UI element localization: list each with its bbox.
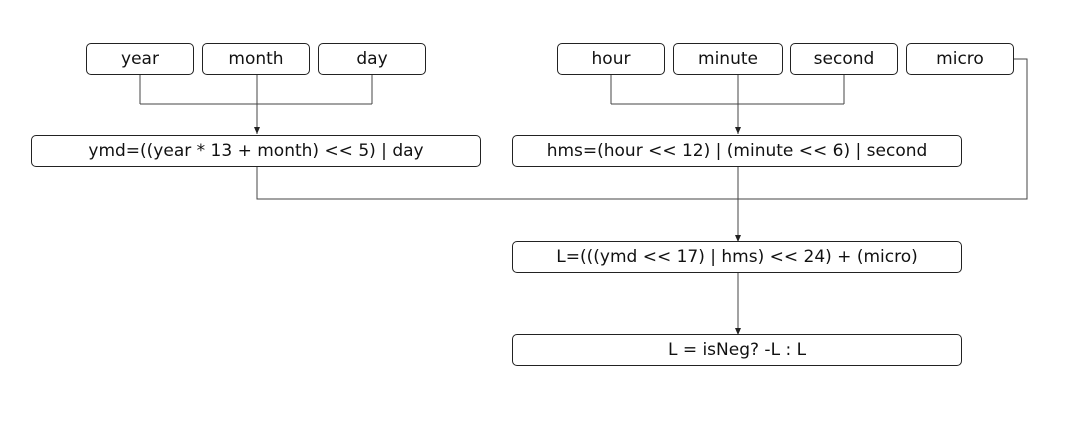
hms-box: hms=(hour << 12) | (minute << 6) | secon… [512,135,962,167]
minute-box: minute [673,43,783,75]
negation-box: L = isNeg? -L : L [512,334,962,366]
ymd-out-line [256,167,738,200]
micro-box: micro [906,43,1014,75]
year-box: year [86,43,194,75]
second-box: second [790,43,898,75]
hour-box: hour [557,43,665,75]
L-box: L=(((ymd << 17) | hms) << 24) + (micro) [512,241,962,273]
micro-line [738,58,1028,200]
ymd-box: ymd=((year * 13 + month) << 5) | day [31,135,481,167]
day-box: day [318,43,426,75]
month-box: month [202,43,310,75]
